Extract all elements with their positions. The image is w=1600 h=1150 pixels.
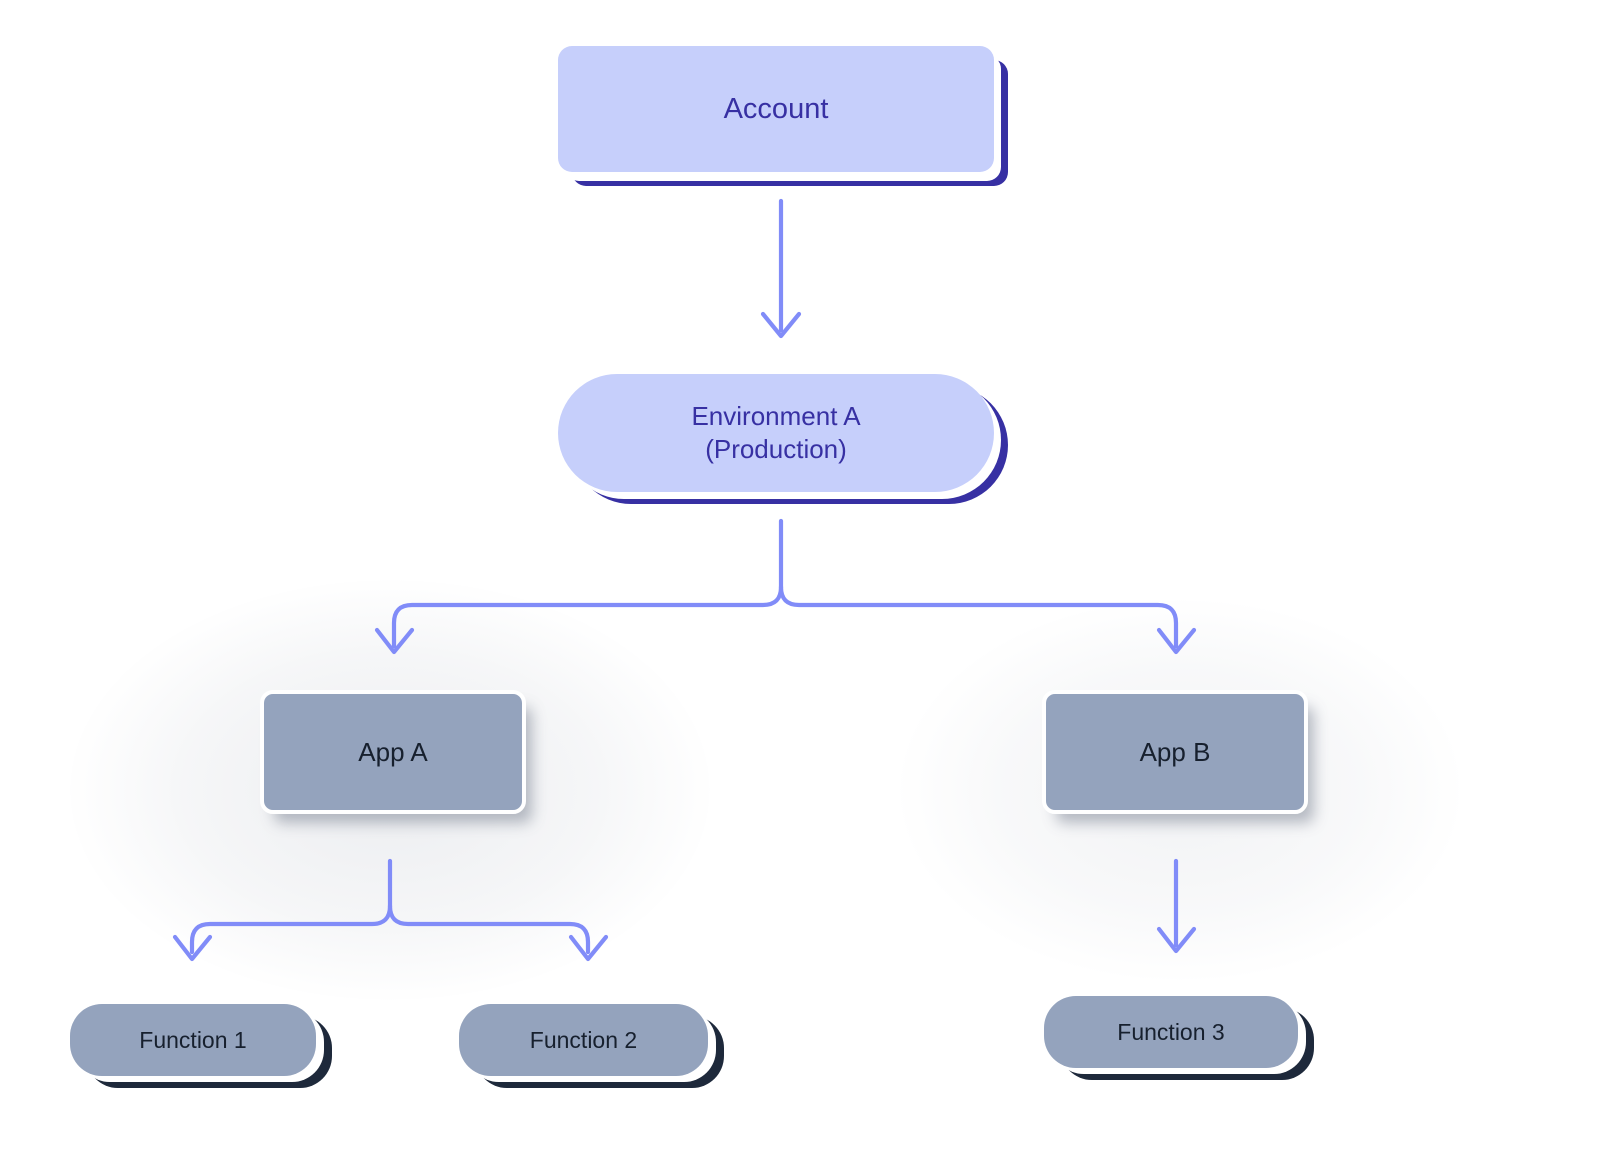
node-app-b[interactable]: App B — [1042, 690, 1308, 814]
edge-account-to-environment-a — [760, 198, 802, 339]
edge-app-a-to-function-1 — [172, 858, 393, 962]
node-function-1[interactable]: Function 1 — [70, 1004, 316, 1076]
node-app-a[interactable]: App A — [260, 690, 526, 814]
node-function-3[interactable]: Function 3 — [1044, 996, 1298, 1068]
edge-environment-a-to-app-b — [778, 584, 1197, 655]
node-function-2[interactable]: Function 2 — [459, 1004, 708, 1076]
edge-environment-a-to-app-a — [374, 518, 784, 655]
node-environment-a[interactable]: Environment A (Production) — [558, 374, 994, 492]
node-account[interactable]: Account — [558, 46, 994, 172]
edge-app-a-to-function-2 — [387, 903, 609, 962]
edge-app-b-to-function-3 — [1156, 858, 1197, 954]
